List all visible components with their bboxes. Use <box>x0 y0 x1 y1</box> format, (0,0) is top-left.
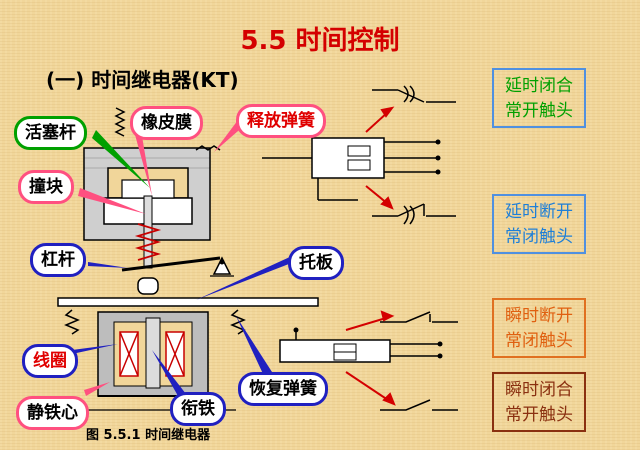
label-support-plate: 托板 <box>288 246 344 280</box>
electromagnet <box>97 311 209 397</box>
delay-contact-assembly <box>262 137 441 201</box>
contact-box-delay-close-no: 延时闭合 常开触头 <box>492 68 586 128</box>
instant-contact-assembly <box>279 327 443 363</box>
label-piston-rod: 活塞杆 <box>14 116 87 150</box>
label-lever: 杠杆 <box>30 243 86 277</box>
contact-box-instant-close-no: 瞬时闭合 常开触头 <box>492 372 586 432</box>
contact-arrows <box>345 106 396 406</box>
release-spring-coil <box>195 145 221 151</box>
support-plate-bar <box>57 297 319 307</box>
label-static-core: 静铁心 <box>16 396 89 430</box>
plunger-head <box>137 277 159 295</box>
symbol-instant-nc <box>380 311 458 323</box>
top-spring <box>114 107 126 137</box>
lever-bar <box>121 256 221 272</box>
section-subtitle: (一) 时间继电器(KT) <box>46 68 239 92</box>
label-release-spring: 释放弹簧 <box>236 104 326 138</box>
contact-box-instant-open-nc: 瞬时断开 常闭触头 <box>492 298 586 358</box>
label-rubber-membrane: 橡皮膜 <box>130 106 203 140</box>
symbol-delay-nc <box>372 203 456 225</box>
contact-box-delay-open-nc: 延时断开 常闭触头 <box>492 194 586 254</box>
callout-pointers <box>72 120 294 396</box>
figure-caption: 图 5.5.1 时间继电器 <box>86 428 211 443</box>
pivot <box>212 256 232 275</box>
label-coil: 线圈 <box>22 344 78 378</box>
label-restore-spring: 恢复弹簧 <box>238 372 328 406</box>
label-striker: 撞块 <box>18 170 74 204</box>
label-armature: 衔铁 <box>170 392 226 426</box>
rod-spring <box>134 223 162 261</box>
page-title: 5.5 时间控制 <box>240 26 400 56</box>
symbol-instant-no <box>380 399 458 411</box>
symbol-delay-no <box>372 85 456 103</box>
